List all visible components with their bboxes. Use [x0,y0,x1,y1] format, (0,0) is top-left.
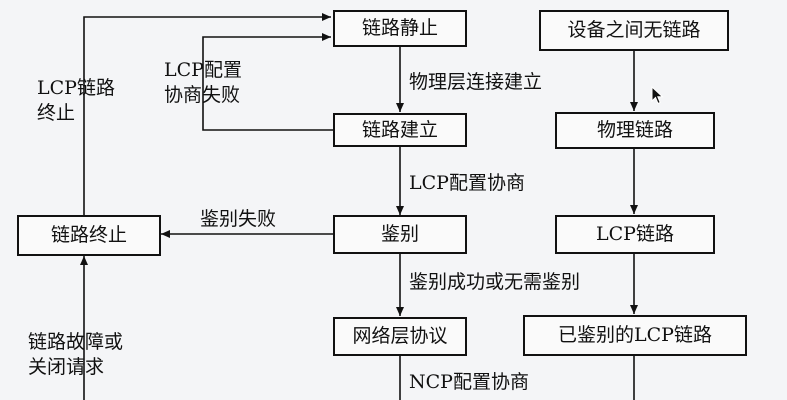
state-lcp-link-text: LCP链路 [596,223,674,245]
state-authenticated-lcp-link: 已鉴别的LCP链路 [523,315,747,356]
state-link-dead-text: 链路静止 [361,17,438,39]
state-link-terminate: 链路终止 [17,215,161,256]
state-physical-link-text: 物理链路 [596,119,673,141]
label-lcp-config-fail: LCP配置 协商失败 [164,59,242,106]
state-link-terminate-text: 链路终止 [50,224,127,246]
state-authenticate: 鉴别 [333,215,467,254]
label-auth-fail: 鉴别失败 [200,208,277,230]
state-authenticated-lcp-link-text: 已鉴别的LCP链路 [558,324,712,346]
state-link-dead: 链路静止 [333,10,467,47]
arrow-terminate-to-dead [83,13,331,215]
state-link-establish: 链路建立 [333,113,467,147]
state-link-establish-text: 链路建立 [361,118,438,141]
label-physical-established: 物理层连接建立 [409,71,543,93]
state-no-link: 设备之间无链路 [539,10,729,51]
state-network-protocol: 网络层协议 [333,317,467,356]
state-lcp-link: LCP链路 [555,215,715,254]
state-network-protocol-text: 网络层协议 [352,325,448,347]
label-lcp-negotiation: LCP配置协商 [409,172,525,194]
label-auth-success: 鉴别成功或无需鉴别 [409,271,581,293]
label-ncp-negotiation: NCP配置协商 [409,371,529,393]
label-link-fault: 链路故障或 关闭请求 [28,331,124,378]
state-no-link-text: 设备之间无链路 [567,19,701,41]
mouse-cursor-icon [651,86,664,105]
state-physical-link: 物理链路 [555,112,715,149]
label-lcp-link-terminated: LCP链路 终止 [37,77,115,124]
state-authenticate-text: 鉴别 [380,223,419,245]
arrow-lcp-fail-loop [202,33,333,131]
